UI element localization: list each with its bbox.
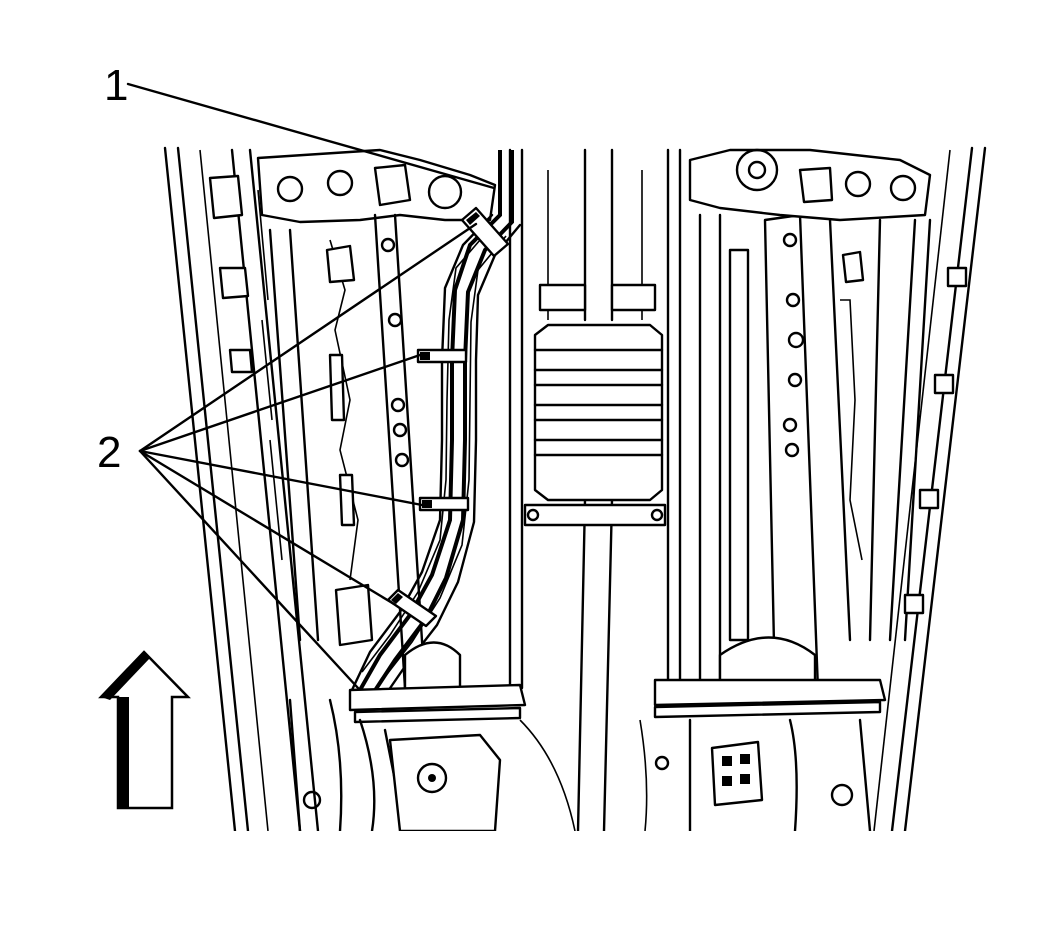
harness-clip-1: [460, 206, 510, 258]
harness-clip-3: [418, 496, 470, 512]
harness-clip-4: [386, 588, 438, 628]
muffler: [523, 323, 667, 527]
callout-2: 2: [97, 428, 122, 477]
connector-right-rear: [710, 740, 764, 807]
leader-line-1: [126, 82, 496, 190]
harness-clip-2: [416, 348, 468, 364]
leader-lines-2: [138, 222, 478, 690]
up-arrow-icon: [98, 650, 191, 810]
vehicle-underbody: [163, 146, 987, 831]
callout-1: 1: [104, 61, 129, 110]
